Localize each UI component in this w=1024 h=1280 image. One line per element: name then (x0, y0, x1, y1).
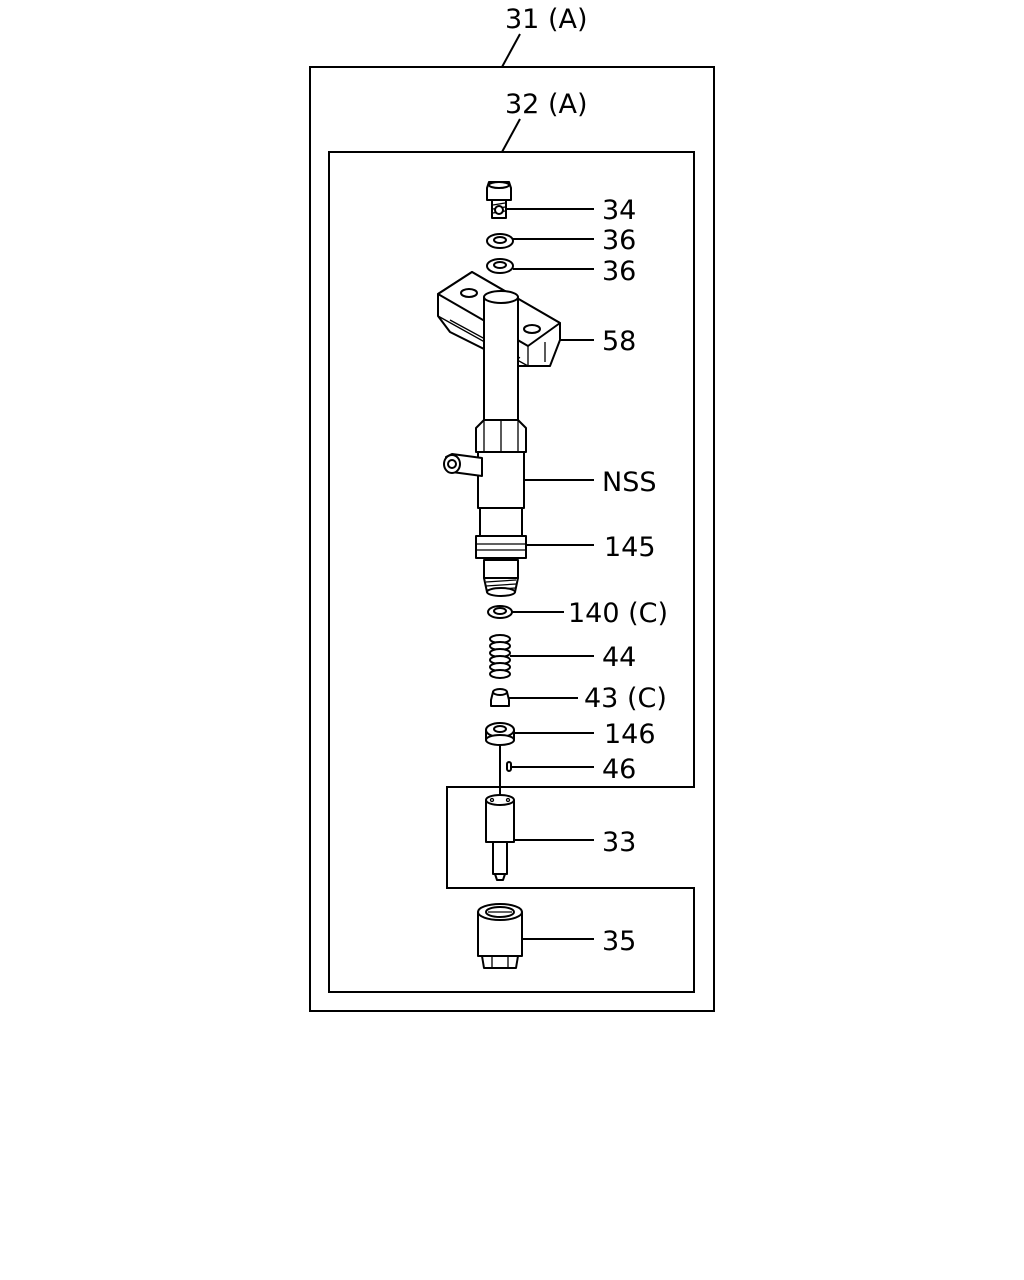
spring-seat-label: 43 (C) (584, 683, 667, 714)
spacer-drawing (485, 722, 515, 746)
nozzle-holder-drawing (443, 290, 527, 597)
bolt-label: 34 (602, 195, 636, 226)
retaining-nut-label: 35 (602, 926, 636, 957)
assembly-outer-leader (501, 33, 521, 68)
nozzle-holder-label: NSS (602, 467, 656, 498)
nozzle-drawing (485, 794, 515, 881)
bolt-drawing (486, 181, 512, 219)
assembly-outer-frame (309, 66, 715, 1012)
shim-drawing (487, 605, 513, 619)
pin-label: 46 (602, 754, 636, 785)
bracket-label: 58 (602, 326, 636, 357)
spacer-label: 146 (604, 719, 656, 750)
assembly-inner-leader (501, 118, 521, 153)
spring-drawing (489, 634, 511, 679)
washer-upper-drawing (486, 233, 514, 249)
washer-lower-label: 36 (602, 256, 636, 287)
washer-lower-drawing (486, 258, 514, 274)
spring-label: 44 (602, 642, 636, 673)
spring-seat-drawing (490, 688, 510, 707)
assembly-outer-label: 31 (A) (505, 4, 587, 35)
assembly-inner-label: 32 (A) (505, 89, 587, 120)
washer-upper-label: 36 (602, 225, 636, 256)
o-ring-drawing (475, 535, 527, 559)
o-ring-label: 145 (604, 532, 656, 563)
retaining-nut-drawing (477, 903, 523, 969)
assembly-inner-frame (328, 151, 695, 993)
nozzle-label: 33 (602, 827, 636, 858)
pin-drawing (506, 761, 512, 772)
shim-label: 140 (C) (568, 598, 668, 629)
